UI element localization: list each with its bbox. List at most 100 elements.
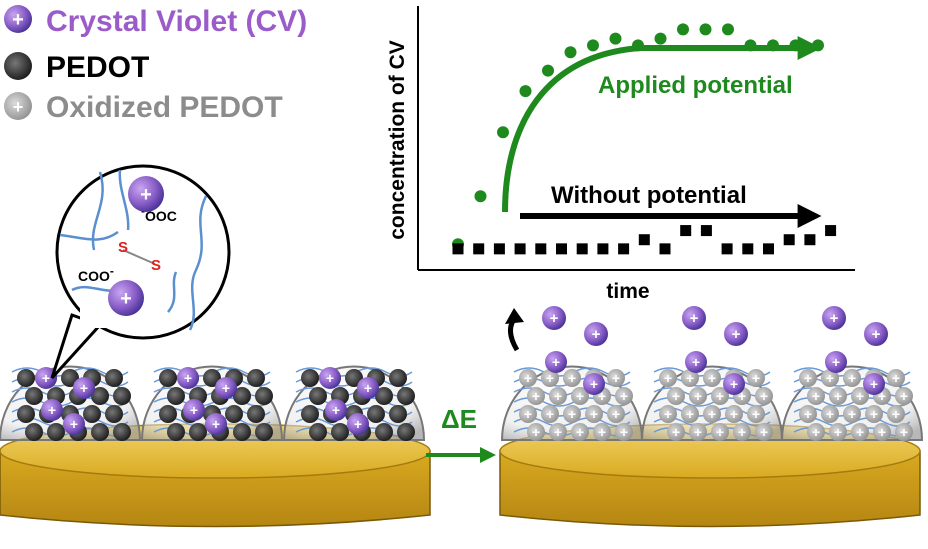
svg-text:+: + [592,326,601,343]
legend-cv-item: + Crystal Violet (CV) [4,5,307,38]
svg-text:+: + [576,424,584,440]
oxidized-pedot-particle: + [689,423,707,441]
pedot-particle [247,405,265,423]
svg-text:+: + [590,406,598,422]
svg-text:+: + [554,388,562,404]
oxidized-pedot-particle: + [711,387,729,405]
svg-text:+: + [760,388,768,404]
svg-text:+: + [332,402,340,418]
pedot-particle [47,423,65,441]
carboxylate-bottom: COO- [78,264,114,284]
svg-text:+: + [664,406,672,422]
svg-text:+: + [760,424,768,440]
oxidized-pedot-particle: + [829,423,847,441]
pedot-particle [83,405,101,423]
svg-text:+: + [708,370,716,386]
plus-icon: + [12,9,24,31]
cv-molecule-icon [128,176,164,212]
oxidized-pedot-particle: + [519,369,537,387]
svg-text:+: + [694,388,702,404]
pedot-particle [91,423,109,441]
hydrogel-dome: ++++ [140,365,284,441]
delta-e-arrowhead [480,447,496,463]
oxidized-pedot-particle: + [887,369,905,387]
svg-text:+: + [554,424,562,440]
applied-potential-point [699,23,712,36]
svg-text:+: + [900,388,908,404]
cv-molecule: + [319,367,341,389]
without-potential-point [535,243,547,255]
svg-text:+: + [686,406,694,422]
oxidized-pedot-particle: + [755,423,773,441]
svg-text:+: + [550,310,559,327]
pedot-particle [105,405,123,423]
molecular-inset: S S -OOC COO- + + [50,164,231,380]
svg-text:+: + [354,416,362,432]
oxidized-pedot-particle: + [563,405,581,423]
without-potential-point [514,243,526,255]
oxidized-pedot-particle: + [703,369,721,387]
pedot-particle [309,387,327,405]
svg-text:+: + [552,354,560,370]
pedot-particle [113,387,131,405]
oxidized-pedot-particle: + [681,369,699,387]
svg-text:+: + [326,370,334,386]
without-potential-point [597,243,609,255]
pedot-particle [25,423,43,441]
oxidized-pedot-particle: + [887,405,905,423]
oxidized-pedot-particle: + [733,423,751,441]
sulfur-atom: S [118,239,128,256]
oxidized-pedot-icon [4,92,32,120]
svg-text:+: + [856,424,864,440]
cv-molecule: + [35,367,57,389]
svg-text:+: + [708,406,716,422]
applied-potential-point [677,23,689,36]
svg-text:+: + [832,354,840,370]
release-arrowhead [505,308,524,324]
pedot-particle [167,423,185,441]
cv-molecule: + [177,367,199,389]
cv-molecule: + [545,351,567,373]
potential-transition: ΔE [426,404,496,463]
pedot-particle [375,423,393,441]
x-axis-label: time [606,280,649,303]
svg-text:+: + [812,388,820,404]
legend-oxidized-label: Oxidized PEDOT [46,91,283,124]
oxidized-pedot-particle: + [725,405,743,423]
oxidized-pedot-particle: + [865,405,883,423]
oxidized-pedot-particle: + [667,423,685,441]
disulfide-bond: S S [118,239,161,274]
cv-molecule: + [583,373,605,395]
svg-text:+: + [738,388,746,404]
svg-text:+: + [598,424,606,440]
cv-molecule: + [863,373,885,395]
svg-text:+: + [48,402,56,418]
pedot-particle [301,405,319,423]
chart-data-points [452,23,837,255]
released-cv-molecule: + [542,306,566,330]
released-cv-molecule: + [682,306,706,330]
svg-text:+: + [872,326,881,343]
series-label-without: Without potential [551,182,747,209]
oxidized-pedot-particle: + [527,423,545,441]
svg-text:+: + [612,370,620,386]
without-potential-point [473,243,485,255]
delta-e-label: ΔE [441,404,477,434]
without-potential-point [783,234,795,246]
svg-text:+: + [664,370,672,386]
svg-text:+: + [804,406,812,422]
without-potential-point [556,243,567,255]
svg-text:+: + [830,310,839,327]
hydrogel-dome: ++++ [282,365,426,441]
pedot-particle [25,387,43,405]
oxidized-pedot-particle: + [549,423,567,441]
svg-text:+: + [532,388,540,404]
released-cv-molecule: + [864,322,888,346]
legend-pedot-label: PEDOT [46,51,149,84]
svg-text:+: + [730,376,738,392]
oxidized-pedot-particle: + [807,423,825,441]
legend-cv-label: Crystal Violet (CV) [46,5,307,38]
svg-text:+: + [716,424,724,440]
svg-text:+: + [672,388,680,404]
